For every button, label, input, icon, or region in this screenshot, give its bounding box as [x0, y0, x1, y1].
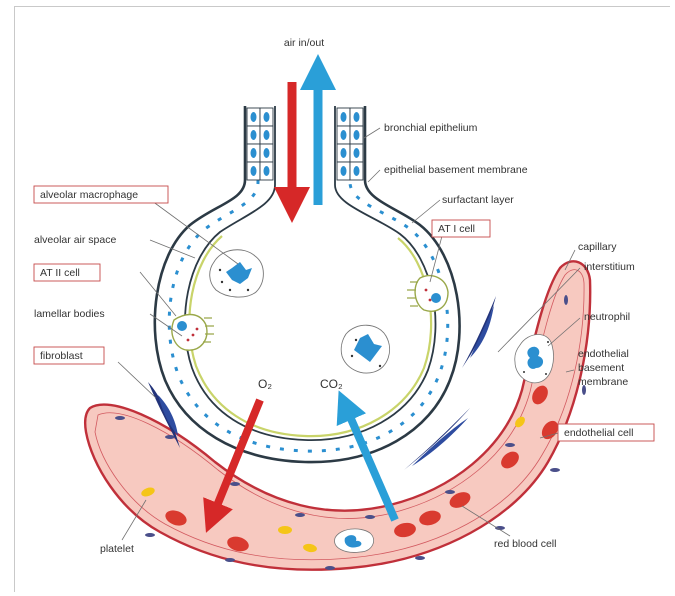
alveolus	[155, 106, 460, 462]
leukocyte-in-vessel	[335, 529, 374, 553]
label-capillary: capillary	[578, 241, 617, 253]
label-co2: CO₂	[320, 377, 343, 391]
label-endothelial-cell: endothelial cell	[564, 427, 633, 439]
label-at1-cell: AT I cell	[438, 223, 475, 235]
label-red-blood-cell: red blood cell	[494, 538, 556, 550]
alveolar-macrophage-2	[341, 325, 389, 373]
label-platelet: platelet	[100, 543, 134, 555]
label-air-in-out: air in/out	[284, 37, 324, 49]
label-interstitium: interstitium	[584, 261, 635, 273]
label-neutrophil: neutrophil	[584, 311, 630, 323]
label-endothelial-bm-1: endothelial	[578, 348, 629, 360]
alveolar-macrophage-1	[210, 250, 264, 297]
label-fibroblast: fibroblast	[40, 350, 83, 362]
label-alveolar-macrophage: alveolar macrophage	[40, 189, 138, 201]
label-lamellar-bodies: lamellar bodies	[34, 308, 105, 320]
label-bronchial-epithelium: bronchial epithelium	[384, 122, 478, 134]
label-epithelial-basement-membrane: epithelial basement membrane	[384, 164, 528, 176]
label-at2-cell: AT II cell	[40, 267, 80, 279]
label-alveolar-air-space: alveolar air space	[34, 234, 116, 246]
label-endothelial-bm-2: basement	[578, 362, 624, 374]
label-endothelial-bm-3: membrane	[578, 376, 628, 388]
neutrophil-cell	[515, 334, 554, 382]
label-o2: O₂	[258, 377, 272, 391]
label-surfactant-layer: surfactant layer	[442, 194, 514, 206]
